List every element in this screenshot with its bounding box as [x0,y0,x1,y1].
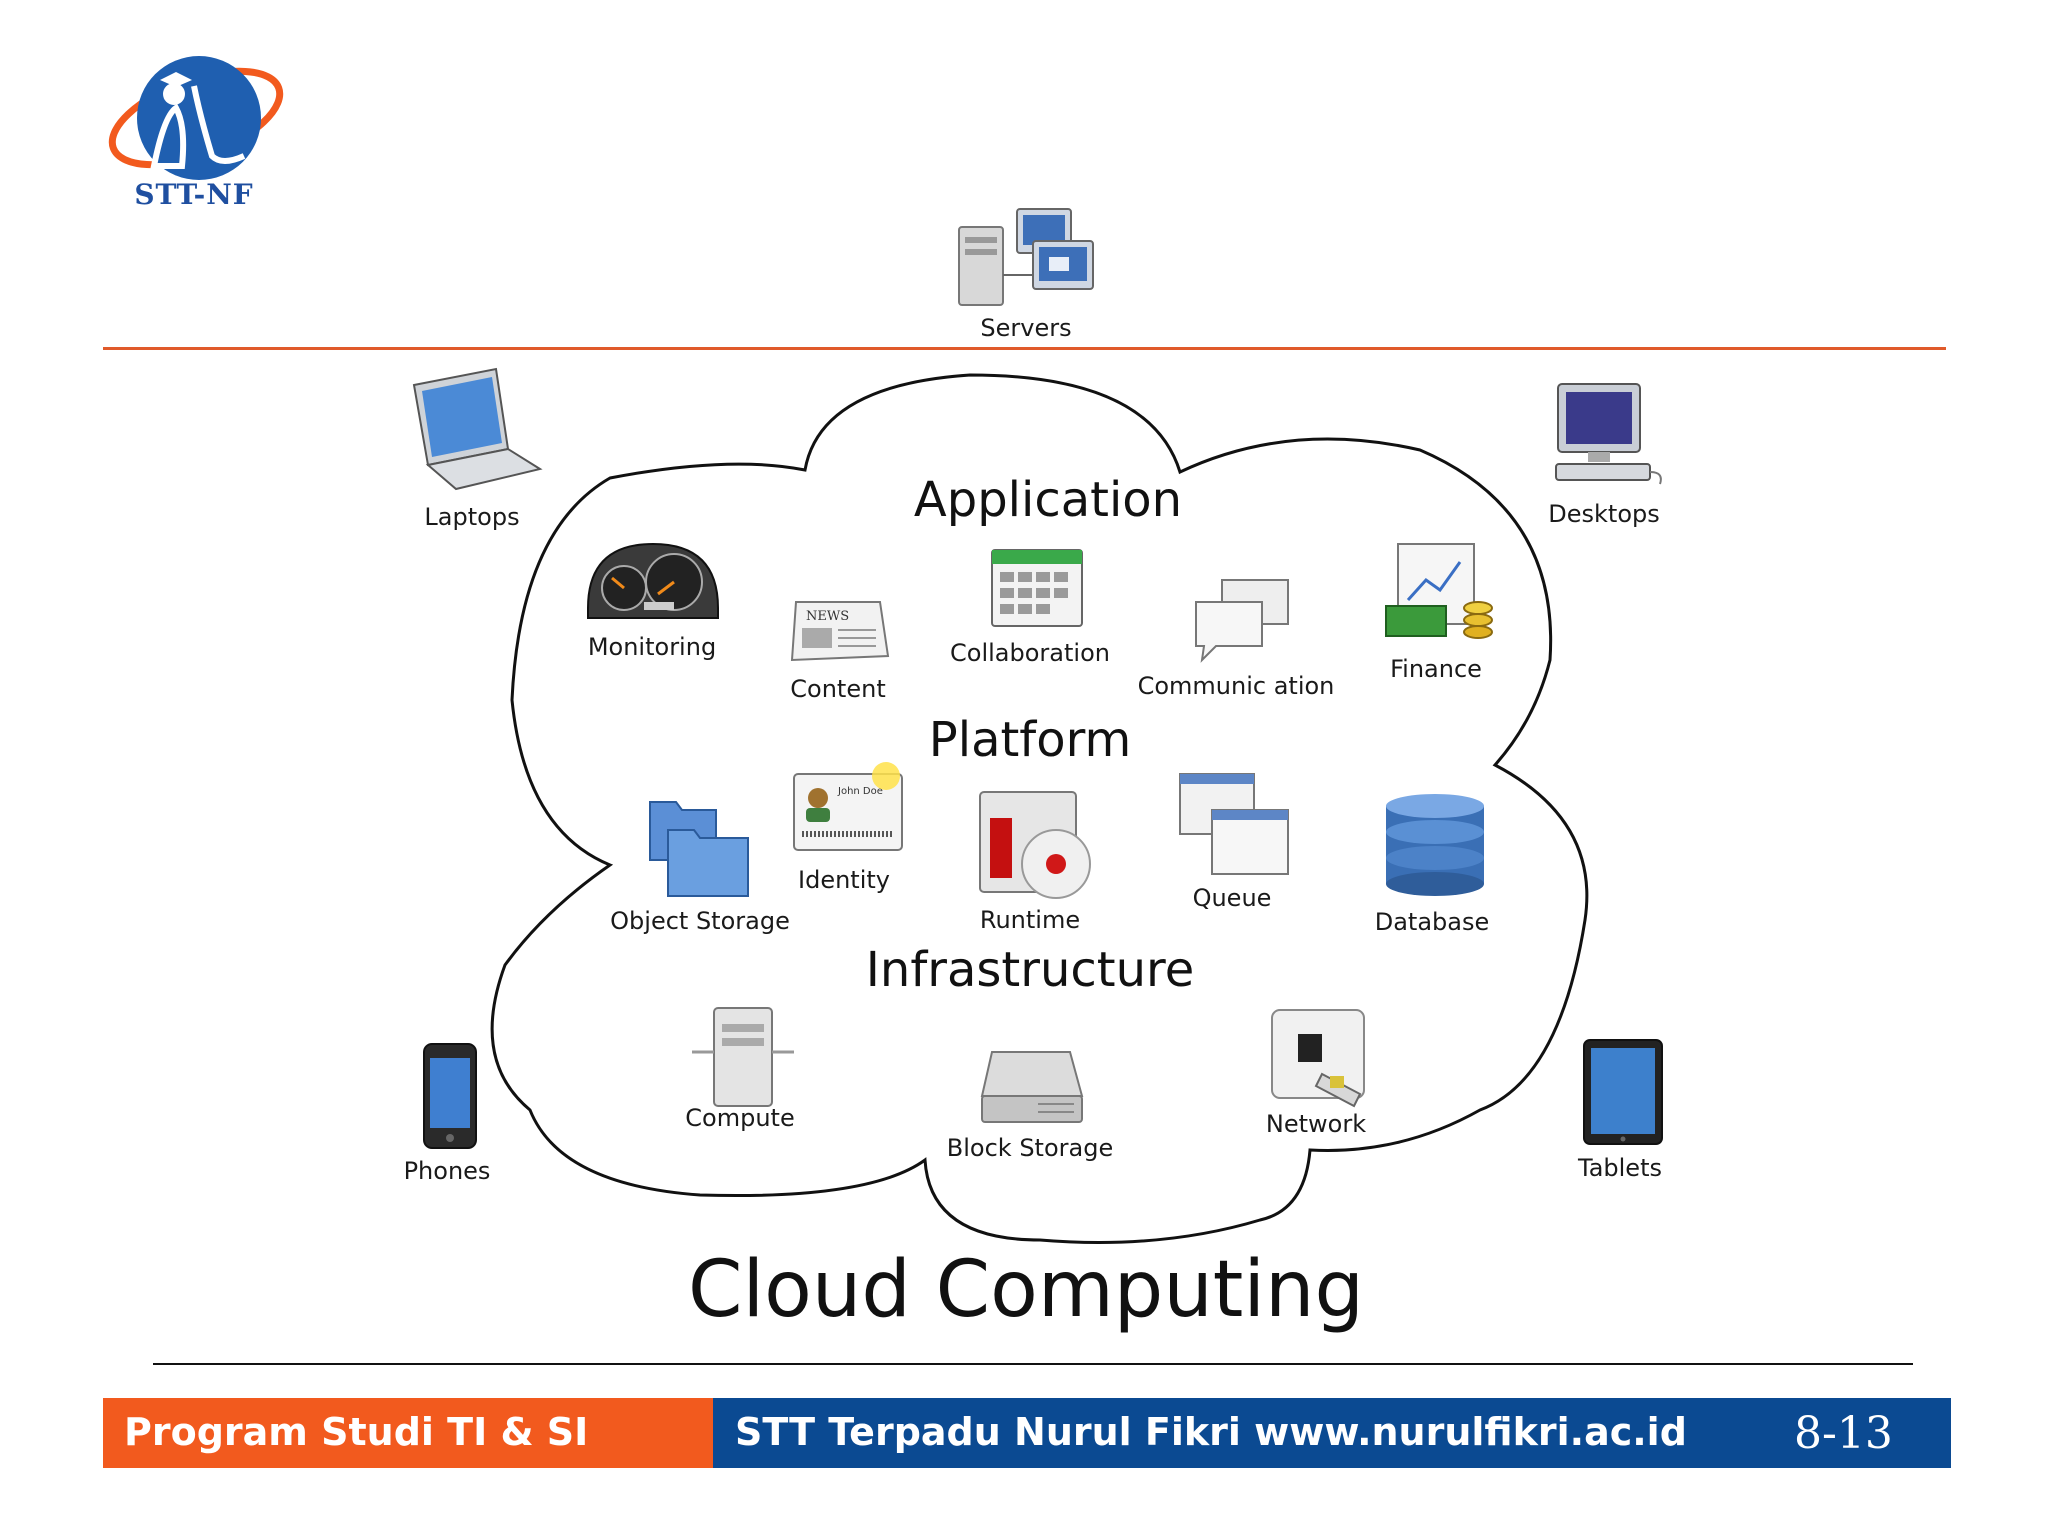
page-number: 8-13 [1794,1408,1893,1459]
runtime-label: Runtime [979,906,1081,934]
content-label: Content [790,675,886,703]
diagram-title: Cloud Computing [688,1245,1364,1335]
collaboration-icon [991,549,1083,627]
layer-platform: Platform [928,712,1132,768]
network-label: Network [1265,1110,1367,1138]
monitoring-icon [587,542,719,619]
desktops-label: Desktops [1548,500,1660,528]
phones-label: Phones [403,1157,491,1185]
footer-right-band [713,1398,1951,1468]
finance-icon [1385,543,1493,639]
footer-left-band [103,1398,713,1468]
identity-label: Identity [798,866,890,894]
network-icon [1271,1009,1365,1108]
content-icon: NEWS [790,601,890,662]
block-storage-label: Block Storage [946,1134,1114,1162]
id-name-text: John Doe [837,786,883,797]
layer-infrastructure: Infrastructure [865,942,1195,998]
database-label: Database [1374,908,1490,936]
stt-nf-logo [108,56,284,180]
tablets-label: Tablets [1578,1154,1662,1182]
queue-icon [1179,773,1289,875]
desktop-icon [1555,383,1662,485]
footer-program-text: Program Studi TI & SI [124,1410,589,1454]
collaboration-label: Collaboration [950,639,1110,667]
laptop-icon [412,367,543,491]
compute-label: Compute [685,1104,795,1132]
monitoring-label: Monitoring [587,633,717,661]
footer-institution-text: STT Terpadu Nurul Fikri www.nurulfikri.a… [735,1410,1687,1454]
block-storage-icon [980,1051,1084,1123]
queue-label: Queue [1192,884,1272,912]
communication-label: Communic ation [1137,672,1335,700]
laptops-label: Laptops [424,503,520,531]
runtime-icon [979,791,1091,899]
compute-icon [692,1007,794,1107]
servers-label: Servers [980,314,1072,342]
logo-text: STT-NF [134,178,254,211]
top-divider [103,347,1946,350]
layer-application: Application [913,472,1183,528]
object-storage-icon [649,801,749,897]
phone-icon [423,1043,477,1149]
communication-icon [1195,579,1289,663]
servers-icon [958,208,1094,306]
finance-label: Finance [1390,655,1482,683]
identity-icon: John Doe [793,762,903,851]
news-text: NEWS [806,609,849,624]
database-icon [1386,794,1484,896]
tablet-icon [1583,1039,1663,1145]
bottom-divider [153,1363,1913,1365]
object-storage-label: Object Storage [610,907,790,935]
